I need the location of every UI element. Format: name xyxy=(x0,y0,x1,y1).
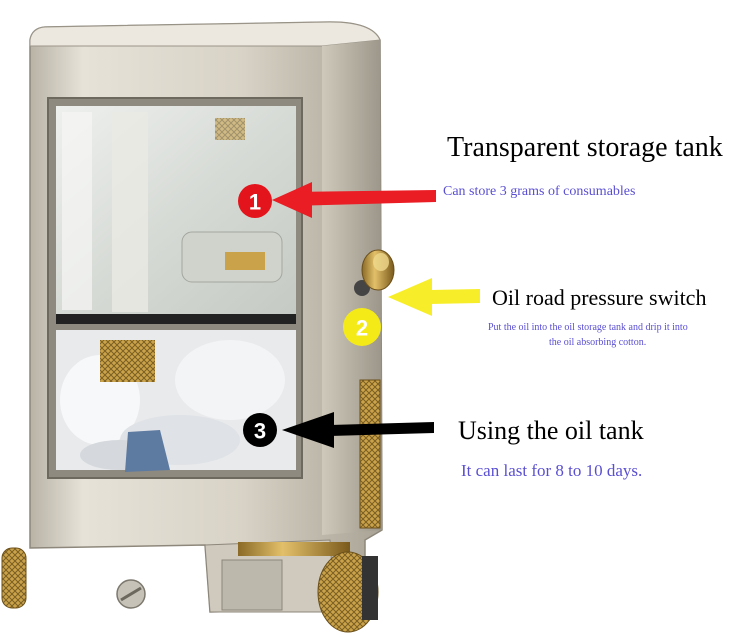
arrow-2 xyxy=(388,278,480,316)
callout-3-title: Using the oil tank xyxy=(458,416,644,445)
callout-2-description-line2: the oil absorbing cotton. xyxy=(549,337,647,348)
badge-3: 3 xyxy=(243,413,277,447)
callout-1-title: Transparent storage tank xyxy=(447,132,723,163)
callout-2-description-line1: Put the oil into the oil storage tank an… xyxy=(488,322,688,333)
callout-2-title: Oil road pressure switch xyxy=(492,285,707,310)
svg-text:2: 2 xyxy=(356,316,368,341)
callout-3-description: It can last for 8 to 10 days. xyxy=(461,461,643,480)
callout-1-description: Can store 3 grams of consumables xyxy=(443,184,636,199)
arrow-3 xyxy=(282,412,434,448)
badge-1: 1 xyxy=(238,184,272,218)
svg-text:3: 3 xyxy=(254,419,266,444)
svg-text:1: 1 xyxy=(249,190,261,215)
badge-2: 2 xyxy=(343,308,381,346)
arrow-1 xyxy=(272,182,436,218)
